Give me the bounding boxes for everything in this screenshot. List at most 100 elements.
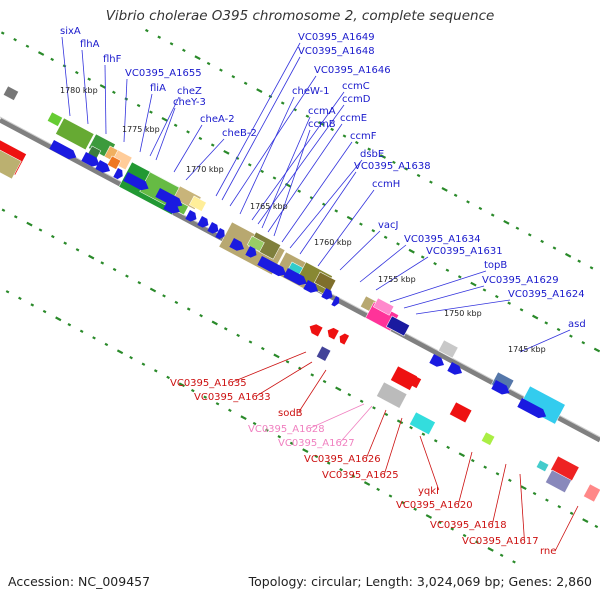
tick-dot bbox=[445, 268, 450, 272]
leader-line bbox=[104, 64, 107, 135]
tick-dot bbox=[198, 136, 203, 141]
tick-dot bbox=[589, 266, 594, 270]
leader-line bbox=[415, 299, 511, 315]
gene-arrow bbox=[257, 256, 287, 277]
tick-dot bbox=[457, 275, 462, 279]
tick-dot bbox=[99, 84, 107, 89]
gene-label: flhF bbox=[103, 54, 122, 65]
feature-block bbox=[0, 149, 22, 180]
feature-block bbox=[316, 345, 332, 362]
gene-arrow bbox=[207, 222, 219, 234]
gene-label: VC0395_A1620 bbox=[396, 500, 473, 511]
feature-block bbox=[46, 111, 63, 127]
tick-dot bbox=[470, 458, 475, 463]
tick-dot bbox=[203, 395, 208, 399]
gene-label: cheZ bbox=[177, 86, 202, 97]
tick-dot bbox=[363, 481, 371, 486]
tick-dot bbox=[210, 143, 215, 147]
gene-arrow bbox=[229, 238, 245, 251]
kbp-label: 1780 kbp bbox=[60, 86, 98, 95]
tick-dot bbox=[532, 491, 537, 496]
tick-dot bbox=[136, 103, 141, 108]
tick-dot bbox=[475, 540, 479, 544]
tick-dot bbox=[383, 235, 388, 239]
tick-dot bbox=[116, 349, 124, 355]
tick-dot bbox=[252, 421, 257, 426]
tick-dot bbox=[145, 28, 149, 33]
leader-line bbox=[299, 171, 357, 255]
gene-label: VC0395_A1634 bbox=[404, 234, 481, 245]
tick-dot bbox=[359, 399, 364, 403]
gene-label: VC0395_A1629 bbox=[482, 275, 559, 286]
tick-dot bbox=[458, 452, 465, 458]
tick-dot bbox=[67, 323, 72, 327]
gene-label: VC0395_A1628 bbox=[248, 424, 325, 435]
leader-line bbox=[267, 123, 343, 233]
tick-dot bbox=[421, 432, 426, 436]
tick-dot bbox=[272, 176, 277, 180]
gene-label: ccmA bbox=[308, 106, 336, 117]
tick-dot bbox=[157, 35, 162, 39]
gene-arrow bbox=[327, 327, 339, 340]
tick-dot bbox=[13, 37, 17, 42]
gene-label: rne bbox=[540, 546, 556, 557]
tick-dot bbox=[495, 472, 500, 476]
tick-dot bbox=[322, 202, 326, 207]
tick-dot bbox=[174, 300, 179, 305]
tick-dot bbox=[5, 290, 10, 294]
gene-arrow bbox=[185, 210, 197, 222]
tick-dot bbox=[569, 334, 573, 338]
gene-arrow bbox=[339, 333, 350, 345]
tick-dot bbox=[339, 467, 343, 472]
tick-dot bbox=[582, 518, 589, 523]
tick-dot bbox=[162, 294, 166, 298]
gene-label: VC0395_A1625 bbox=[322, 470, 399, 481]
leader-line bbox=[366, 409, 387, 459]
gene-label: ccmF bbox=[350, 131, 377, 142]
tick-dot bbox=[260, 346, 265, 351]
tick-dot bbox=[388, 494, 393, 498]
tick-dot bbox=[42, 309, 47, 314]
tick-dot bbox=[367, 147, 372, 151]
feature-block bbox=[409, 411, 436, 436]
leader-line bbox=[215, 42, 301, 197]
tick-dot bbox=[302, 448, 309, 453]
tick-dot bbox=[376, 487, 380, 492]
tick-dot bbox=[396, 242, 400, 246]
tick-dot bbox=[100, 261, 105, 265]
tick-dot bbox=[190, 388, 195, 393]
tick-dot bbox=[273, 353, 280, 359]
topology-summary: Topology: circular; Length: 3,024,069 bp… bbox=[248, 574, 592, 589]
tick-dot bbox=[483, 465, 488, 469]
tick-dot bbox=[577, 259, 582, 263]
gene-label: VC0395_A1626 bbox=[304, 454, 381, 465]
tick-dot bbox=[594, 524, 599, 529]
tick-dot bbox=[413, 507, 418, 511]
tick-dot bbox=[346, 215, 354, 221]
tick-dot bbox=[161, 117, 168, 122]
tick-dot bbox=[438, 520, 442, 525]
tick-dot bbox=[351, 474, 356, 478]
tick-dot bbox=[169, 42, 174, 46]
tick-dot bbox=[228, 408, 232, 413]
gene-arrow bbox=[283, 268, 307, 286]
tick-dot bbox=[446, 445, 450, 450]
tick-dot bbox=[125, 274, 129, 278]
leader-line bbox=[555, 505, 579, 551]
tick-dot bbox=[335, 386, 342, 392]
tick-dot bbox=[0, 31, 5, 35]
tick-dot bbox=[347, 393, 352, 397]
gene-label: VC0395_A1646 bbox=[314, 65, 391, 76]
tick-dot bbox=[166, 375, 170, 380]
gene-label: yqkI bbox=[418, 486, 439, 497]
label-leader-lines bbox=[61, 36, 579, 551]
tick-dot bbox=[112, 90, 116, 95]
tick-dot bbox=[503, 219, 510, 225]
tick-dot bbox=[322, 379, 327, 384]
leader-line bbox=[384, 417, 403, 475]
kbp-label: 1750 kbp bbox=[444, 309, 482, 318]
tick-dot bbox=[182, 48, 186, 53]
leader-line bbox=[149, 96, 180, 157]
gene-label: VC0395_A1655 bbox=[125, 68, 202, 79]
tick-dot bbox=[593, 347, 600, 353]
